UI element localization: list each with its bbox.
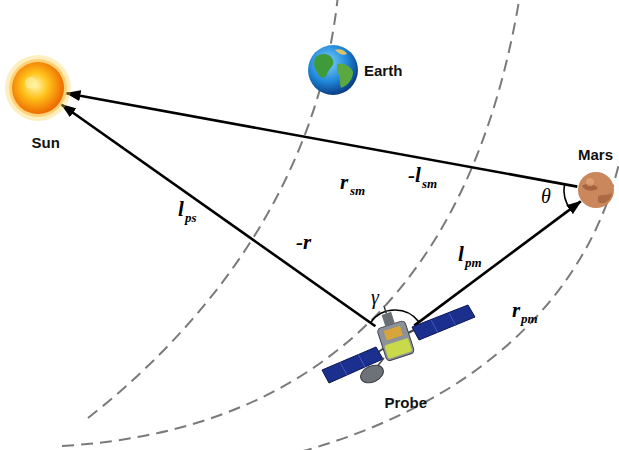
sun-node: Sun [3, 53, 73, 152]
probe-craft [320, 290, 480, 390]
vector-arrow [67, 93, 578, 186]
vector-symbol: r [512, 300, 520, 321]
earth-node: Earth [305, 42, 403, 98]
vector-subscript: sm [422, 177, 437, 190]
vector-arrow [414, 201, 581, 325]
earth-orbit [88, 0, 338, 418]
gamma-angle-arc [371, 310, 420, 323]
vector-subscript: sm [350, 184, 365, 197]
mars-node: Mars [576, 146, 616, 210]
mars-orbit [300, 150, 619, 450]
body-name: Mars [578, 146, 613, 163]
theta-angle-arc [564, 184, 570, 209]
body-name: Sun [32, 134, 60, 151]
vector-symbol: -r [296, 232, 311, 253]
vector-subscript: ps [185, 211, 197, 224]
vector-subscript: pm [465, 256, 482, 269]
vector-arrow [62, 105, 376, 327]
probe-orbit [62, 0, 520, 446]
vector-symbol: l [178, 199, 184, 220]
mars-body [576, 170, 616, 210]
vector-symbol: r [340, 172, 348, 193]
vector-symbol: l [458, 244, 464, 265]
probe-node: Probe [320, 290, 480, 412]
angle-symbol: θ [541, 186, 551, 206]
angle-symbol: γ [371, 287, 379, 307]
vector-subscript: pm [521, 312, 538, 325]
body-name: Probe [385, 394, 428, 411]
sun-body [3, 53, 73, 123]
earth-body [305, 42, 361, 98]
body-name: Earth [364, 62, 402, 79]
vector-symbol: -l [408, 165, 421, 186]
